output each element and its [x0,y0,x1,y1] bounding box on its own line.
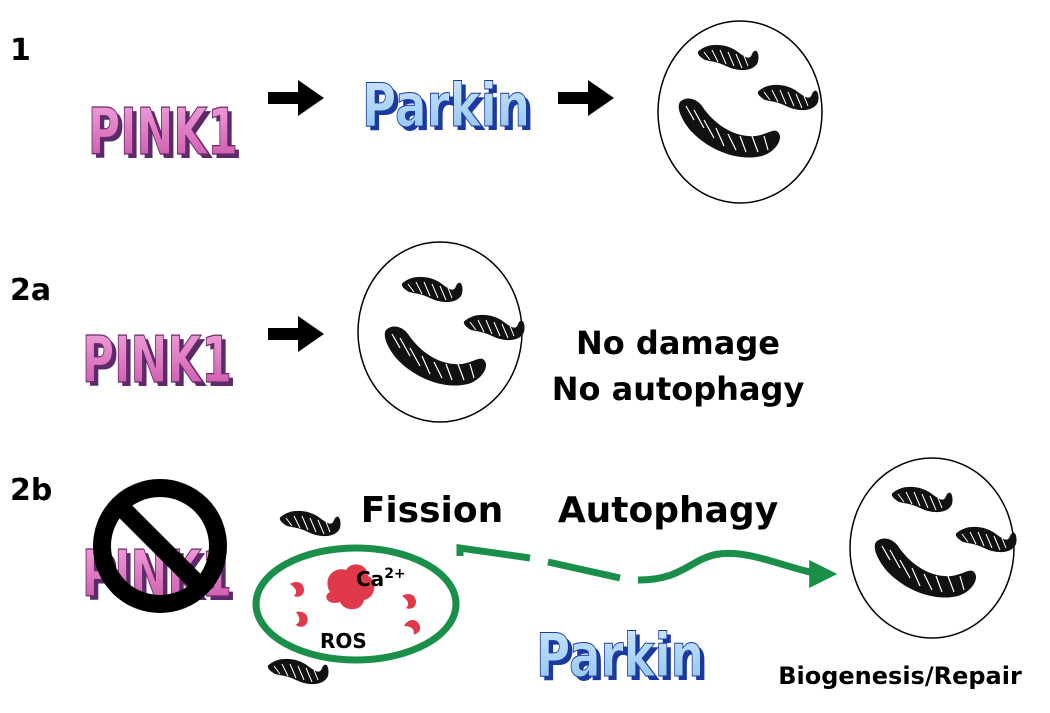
ros-icon [403,617,423,638]
svg-text:Parkin: Parkin [536,621,704,691]
autophagy-path [456,543,826,580]
svg-text:Parkin: Parkin [362,71,530,141]
calcium-charge: 2+ [384,566,405,582]
svg-text:PINK1: PINK1 [82,324,232,398]
outcome-label: Biogenesis/Repair [778,662,1022,690]
right-arrow-icon [268,80,324,116]
cell-row1 [657,20,823,204]
calcium-label: Ca [356,567,384,591]
row-label-1: 1 [10,33,31,68]
cell-row2a [357,241,526,423]
ros-label: ROS [320,629,367,653]
svg-text:Parkin: Parkin [366,75,534,145]
pink1-label-row1: PINK1 PINK1 [87,95,242,174]
parkin-label-row2b: Parkin Parkin [536,621,709,696]
status-no-damage: No damage [576,324,780,362]
ros-icon [291,610,310,629]
mitochondrion-icon [267,658,330,685]
svg-text:PINK1: PINK1 [86,328,236,402]
cell-row2b [849,457,1018,639]
right-arrow-icon [268,316,324,352]
mitochondrion-icon [279,510,342,537]
svg-text:Ca2+: Ca2+ [356,566,406,591]
row-label-2b: 2b [10,473,52,508]
damaged-mitochondrion: Ca2+ ROS [252,544,460,664]
autophagy-label: Autophagy [558,490,778,531]
status-no-autophagy: No autophagy [552,370,805,408]
ros-icon [402,594,416,609]
svg-text:PINK1: PINK1 [92,100,242,174]
parkin-label-row1: Parkin Parkin [362,71,535,146]
svg-text:Parkin: Parkin [540,625,708,695]
right-arrow-icon [558,80,614,116]
svg-text:PINK1: PINK1 [88,96,238,170]
pink1-label-row2a: PINK1 PINK1 [81,323,236,402]
row-label-2a: 2a [10,273,51,308]
fission-label: Fission [361,490,504,531]
ros-icon [290,582,304,597]
no-entry-icon [93,479,227,613]
